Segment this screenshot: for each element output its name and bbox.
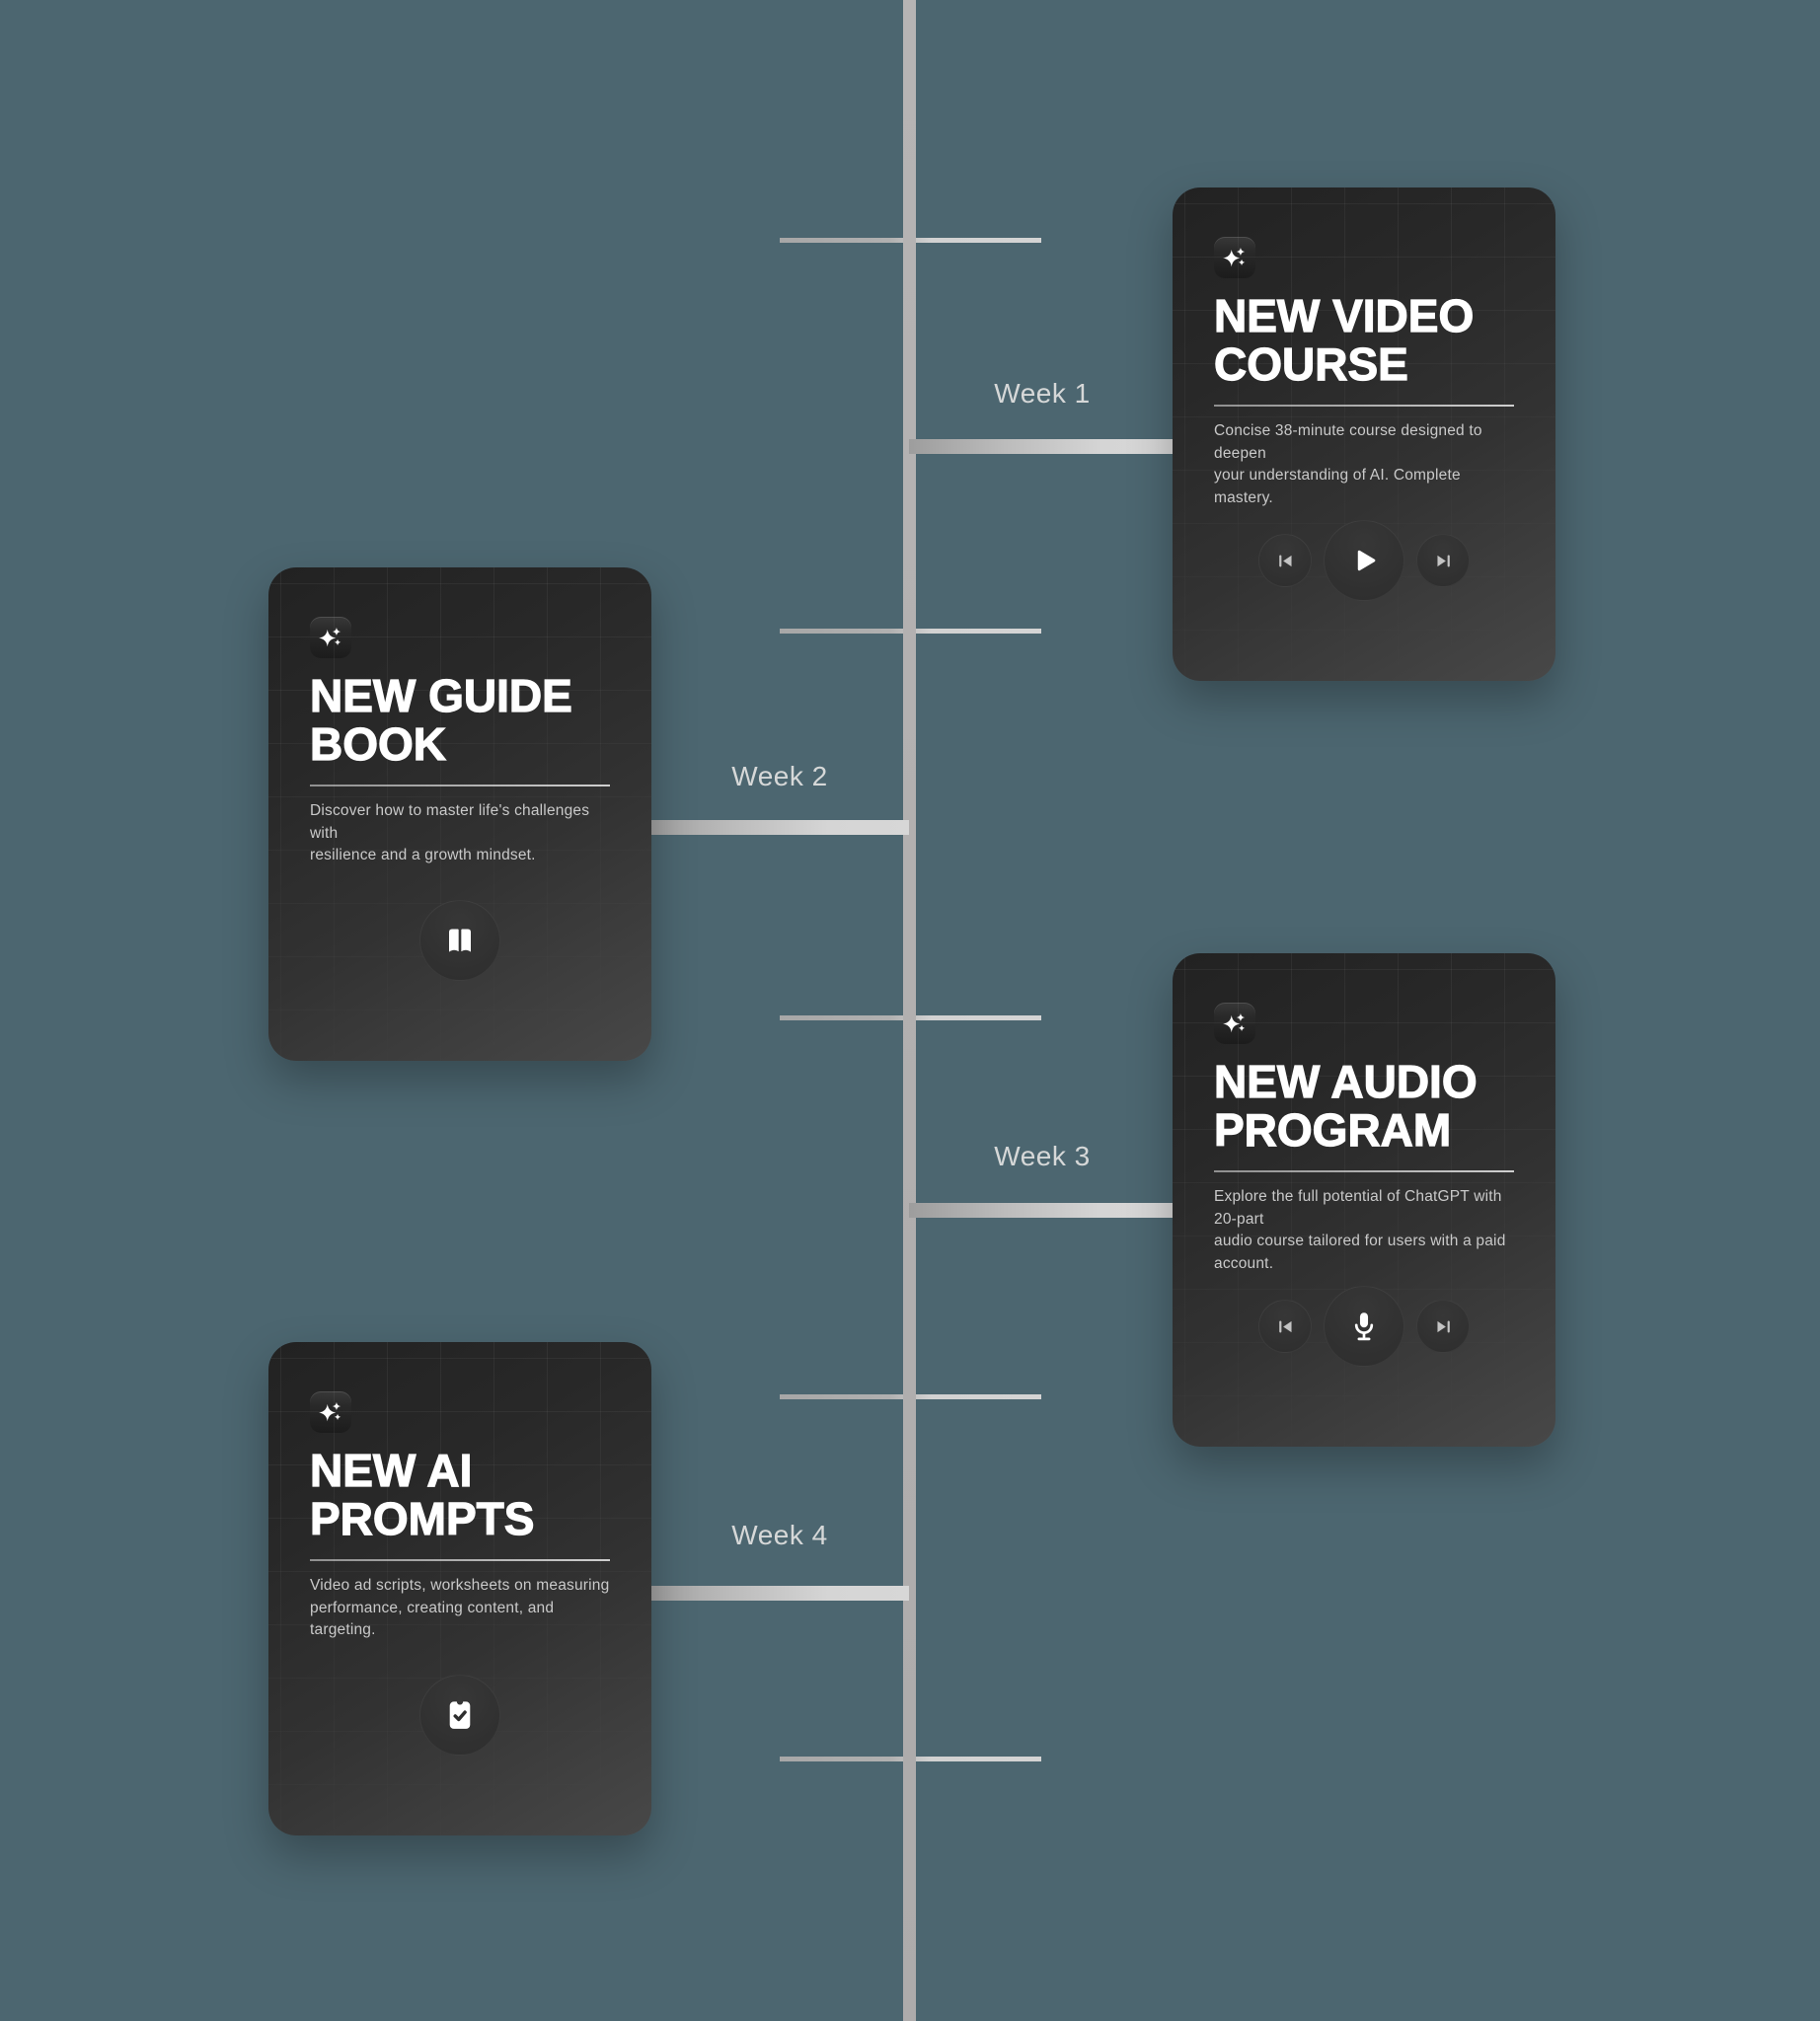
timeline-axis: [903, 0, 916, 2021]
sparkles-icon: [310, 617, 351, 658]
skip-back-button[interactable]: [1258, 534, 1312, 587]
card-description: Discover how to master life's challenges…: [310, 802, 590, 864]
clipboard-check-button[interactable]: [419, 1675, 500, 1756]
card-description: Concise 38-minute course designed to dee…: [1214, 422, 1482, 506]
media-controls: [1173, 520, 1555, 601]
sparkles-icon: [1214, 1003, 1255, 1044]
open-book-icon: [440, 921, 480, 960]
sparkles-icon: [310, 1391, 351, 1433]
timeline-connector-week-2: [640, 820, 909, 835]
skip-forward-button[interactable]: [1416, 534, 1470, 587]
skip-back-icon: [1275, 1316, 1296, 1337]
timeline-connector-week-4: [640, 1586, 909, 1601]
skip-forward-button[interactable]: [1416, 1300, 1470, 1353]
skip-back-button[interactable]: [1258, 1300, 1312, 1353]
sparkles-icon: [1214, 237, 1255, 278]
microphone-button[interactable]: [1324, 1286, 1404, 1367]
media-controls: [268, 900, 651, 981]
media-controls: [268, 1675, 651, 1756]
week-3-label: Week 3: [994, 1141, 1091, 1171]
card-title: NEW GUIDE BOOK: [309, 670, 572, 771]
card-divider: [310, 1559, 610, 1562]
card-title: NEW VIDEO COURSE: [1213, 290, 1475, 391]
skip-forward-icon: [1433, 1316, 1454, 1337]
card-description: Explore the full potential of ChatGPT wi…: [1214, 1188, 1506, 1272]
microphone-icon: [1346, 1309, 1382, 1344]
card-new-guide-book: NEW GUIDE BOOK Discover how to master li…: [268, 567, 651, 1061]
timeline-connector-week-3: [909, 1203, 1185, 1218]
card-divider: [1214, 405, 1514, 408]
clipboard-check-icon: [441, 1696, 479, 1734]
card-new-video-course: NEW VIDEO COURSE Concise 38-minute cours…: [1173, 187, 1555, 681]
open-book-button[interactable]: [419, 900, 500, 981]
play-icon: [1347, 544, 1381, 577]
skip-forward-icon: [1433, 551, 1454, 571]
week-1-label: Week 1: [994, 378, 1091, 409]
media-controls: [1173, 1286, 1555, 1367]
week-4-label: Week 4: [731, 1520, 828, 1550]
card-title: NEW AI PROMPTS: [309, 1445, 535, 1545]
card-divider: [1214, 1170, 1514, 1173]
week-2-label: Week 2: [731, 761, 828, 791]
card-divider: [310, 785, 610, 787]
card-new-audio-program: NEW AUDIO PROGRAM Explore the full poten…: [1173, 953, 1555, 1447]
timeline-connector-week-1: [909, 439, 1185, 454]
card-description: Video ad scripts, worksheets on measurin…: [310, 1577, 610, 1639]
skip-back-icon: [1275, 551, 1296, 571]
card-new-ai-prompts: NEW AI PROMPTS Video ad scripts, workshe…: [268, 1342, 651, 1835]
card-title: NEW AUDIO PROGRAM: [1213, 1056, 1478, 1157]
play-button[interactable]: [1324, 520, 1404, 601]
